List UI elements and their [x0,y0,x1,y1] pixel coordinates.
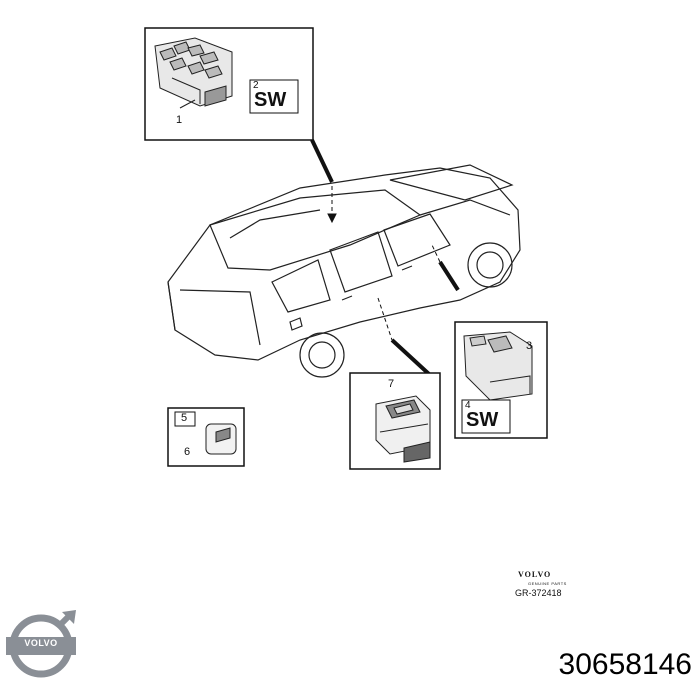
callout-6: 6 [184,446,191,458]
callout-7: 7 [388,378,395,390]
brand-name: VOLVO [518,570,552,579]
sw-box-2: 2 SW [250,80,298,113]
passenger-switch-icon [463,331,533,401]
panel-switch-3 [454,321,548,439]
reference-code: GR-372418 [515,588,562,598]
callout-1: 1 [176,114,183,126]
callout-2: 2 [253,80,259,91]
sw-label: SW [254,89,287,111]
callout-5: 5 [181,412,188,424]
panel-switch-5 [167,407,245,467]
switch-cap-icon [205,423,237,455]
leader-lines [310,139,460,377]
panel-switch-1 [144,27,314,141]
sw-label: SW [466,409,499,431]
car-illustration [167,164,521,378]
sw-box-4: 4 SW [462,400,510,433]
brand-sub: GENUINE PARTS [528,581,567,586]
panel-switch-7 [349,372,441,470]
master-switch-icon [154,37,233,109]
logo-text: VOLVO [24,638,58,648]
door-switch-icon [375,395,431,463]
callout-4: 4 [465,400,471,411]
volvo-logo-icon: VOLVO [4,608,78,682]
part-number: 30658146 [558,648,692,681]
callout-3: 3 [526,340,533,352]
